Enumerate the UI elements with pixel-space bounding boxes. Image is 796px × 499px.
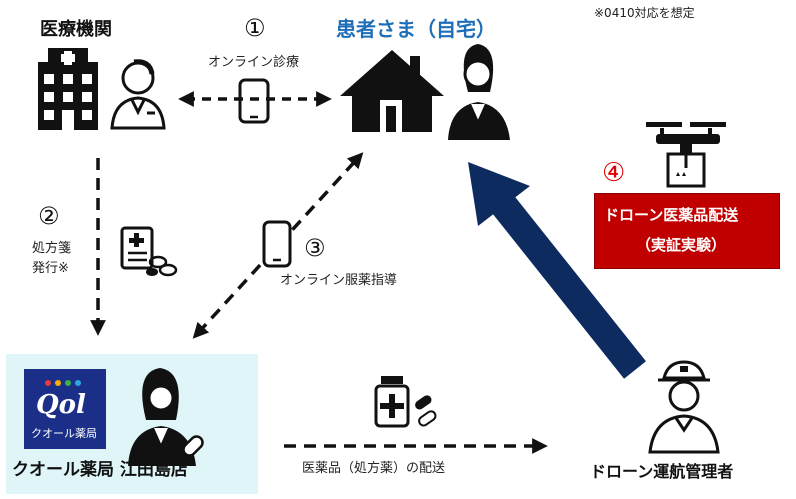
drone-delivery-box	[594, 193, 780, 269]
patient-home-title: 患者さま（自宅）	[336, 17, 496, 41]
step2-label-line1: 処方箋	[32, 241, 72, 256]
step1-number: ①	[244, 14, 266, 42]
doctor-icon	[110, 59, 166, 130]
drone-operator-label: ドローン運航管理者	[590, 462, 734, 481]
house-icon	[340, 50, 444, 132]
smartphone-icon-2	[262, 220, 292, 268]
patient-icon	[448, 44, 510, 140]
prescription-icon	[120, 226, 178, 277]
medicine-icon	[374, 376, 437, 428]
step2-number: ②	[38, 202, 60, 230]
pharmacist-icon	[128, 368, 204, 466]
qol-logo-text: Qol	[36, 390, 86, 420]
step3-number: ③	[304, 234, 326, 262]
drone-operator-icon	[648, 360, 720, 454]
pharmacy-name: クオール薬局 江田島店	[12, 460, 188, 480]
drone-icon	[646, 122, 726, 188]
smartphone-icon	[238, 78, 270, 124]
big-delivery-arrow	[468, 162, 646, 379]
delivery-label: 医薬品（処方薬）の配送	[302, 461, 446, 476]
medical-institution-title: 医療機関	[40, 19, 112, 40]
qol-logo	[24, 369, 106, 449]
assumption-note: ※0410対応を想定	[594, 6, 695, 20]
drone-delivery-line1: ドローン医薬品配送	[604, 206, 739, 224]
qol-logo-subtext: クオール薬局	[31, 427, 97, 440]
hospital-icon	[38, 48, 98, 130]
step2-label-line2: 発行※	[32, 261, 69, 276]
step1-label: オンライン診療	[208, 55, 300, 70]
drone-delivery-line2: （実証実験）	[636, 236, 727, 254]
step3-label: オンライン服薬指導	[280, 273, 398, 288]
step4-number: ④	[602, 158, 626, 188]
